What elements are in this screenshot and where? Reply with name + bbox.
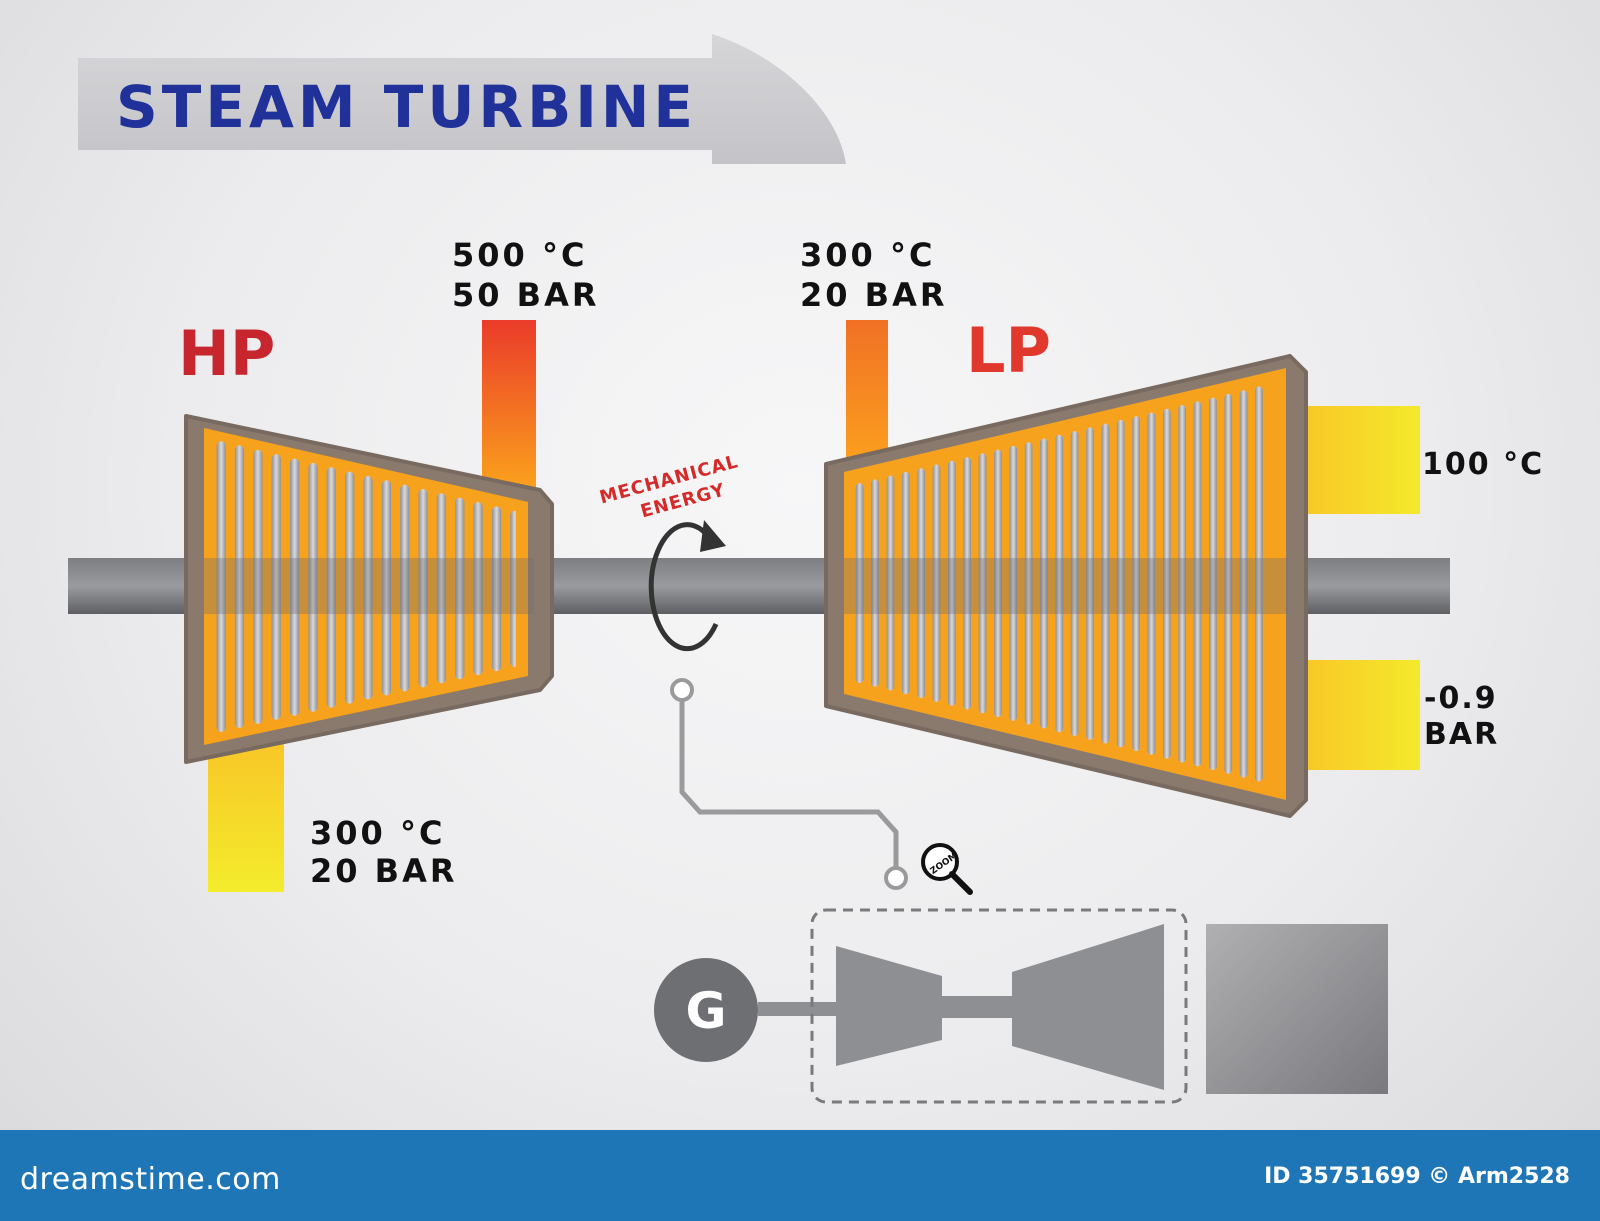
lp-exhaust-pressure-unit: BAR xyxy=(1424,717,1499,752)
turbine-blade xyxy=(1055,434,1064,733)
turbine-blade xyxy=(1255,386,1263,782)
turbine-blade xyxy=(901,471,910,695)
turbine-blade xyxy=(978,453,987,714)
lp-blade-row xyxy=(855,386,1263,782)
turbine-blade xyxy=(1224,393,1233,774)
turbine-blade xyxy=(363,475,373,700)
turbine-blade xyxy=(963,457,971,710)
turbine-blade xyxy=(1132,416,1140,752)
generator-label: G xyxy=(685,982,726,1040)
hp-label: HP xyxy=(178,317,275,390)
turbine-blade xyxy=(1147,412,1156,755)
footer-brand[interactable]: dreamstime.com xyxy=(20,1162,281,1197)
mini-hp-turbine xyxy=(836,946,942,1066)
turbine-blade xyxy=(948,460,956,706)
hp-inlet-temp: 500 °C xyxy=(452,236,587,274)
mini-zoom-frame xyxy=(810,908,1188,1104)
turbine-blade xyxy=(216,441,226,732)
turbine-blade xyxy=(871,479,879,687)
hp-outlet-temp: 300 °C xyxy=(310,814,445,852)
turbine-blade xyxy=(234,445,245,728)
magnifier-icon: ZOOM xyxy=(921,843,973,895)
turbine-blade xyxy=(1101,423,1110,744)
lp-inlet-pressure: 20 BAR xyxy=(800,276,947,314)
turbine-blade xyxy=(886,475,895,691)
turbine-blade xyxy=(290,458,300,716)
title-banner: STEAM TURBINE xyxy=(78,34,846,164)
hp-shaft-overlay xyxy=(204,558,534,614)
mini-coupling xyxy=(942,996,1012,1018)
mechanical-energy-label: MECHANICAL ENERGY xyxy=(597,451,740,522)
turbine-blade xyxy=(855,483,864,683)
mini-condenser xyxy=(1206,924,1388,1094)
turbine-blade xyxy=(1009,445,1018,721)
lp-exhaust-bottom xyxy=(1300,660,1420,770)
turbine-blade xyxy=(1209,397,1217,770)
lp-label: LP xyxy=(966,314,1051,387)
hp-inlet-pipe xyxy=(482,320,536,490)
lp-exhaust-temp: 100 °C xyxy=(1422,447,1544,482)
turbine-blade xyxy=(436,493,446,684)
footer-bar: dreamstime.com ID 35751699 © Arm2528 xyxy=(0,1130,1600,1221)
turbine-blade xyxy=(345,471,355,704)
turbine-blade xyxy=(253,449,263,724)
hp-inlet-pressure: 50 BAR xyxy=(452,276,599,314)
turbine-blade xyxy=(326,467,336,708)
hp-blade-row xyxy=(216,441,516,732)
turbine-blade xyxy=(1024,442,1033,725)
turbine-blade xyxy=(455,497,465,680)
turbine-blade xyxy=(994,449,1002,717)
turbine-blade xyxy=(1178,405,1186,763)
turbine-blade xyxy=(271,454,281,720)
lp-turbine xyxy=(824,354,1308,818)
turbine-blade xyxy=(400,484,410,692)
rotation-arrow-icon xyxy=(648,520,726,652)
mini-overview: G xyxy=(654,908,1388,1104)
turbine-blade xyxy=(1116,419,1125,748)
turbine-blade xyxy=(1193,401,1202,767)
hp-turbine xyxy=(184,414,554,764)
turbine-blade xyxy=(473,502,483,676)
turbine-blade xyxy=(381,480,391,696)
hp-outlet-pressure: 20 BAR xyxy=(310,852,457,890)
lp-shaft-overlay xyxy=(844,558,1288,614)
mini-lp-turbine xyxy=(1012,924,1164,1090)
turbine-blade xyxy=(418,489,428,688)
turbine-blade xyxy=(1086,427,1094,740)
turbine-blade xyxy=(1163,408,1171,759)
hp-outlet-pipe xyxy=(208,730,284,892)
page-title: STEAM TURBINE xyxy=(116,73,697,141)
turbine-blade xyxy=(308,462,318,712)
footer-credit: ID 35751699 © Arm2528 xyxy=(1264,1164,1570,1189)
turbine-blade xyxy=(932,464,941,702)
turbine-blade xyxy=(917,468,925,699)
turbine-blade xyxy=(1070,431,1079,736)
generator-icon xyxy=(654,958,758,1062)
lp-inlet-pipe xyxy=(846,320,888,470)
turbine-blade xyxy=(491,506,502,672)
turbine-blade xyxy=(1239,390,1248,778)
turbine-blade xyxy=(510,510,516,668)
zoom-connector xyxy=(670,678,908,890)
title-arrow-banner xyxy=(78,34,846,164)
lp-exhaust-pressure-value: -0.9 xyxy=(1424,681,1498,716)
lp-inlet-temp: 300 °C xyxy=(800,236,935,274)
lp-exhaust-top xyxy=(1300,406,1420,514)
turbine-blade xyxy=(1040,438,1048,729)
